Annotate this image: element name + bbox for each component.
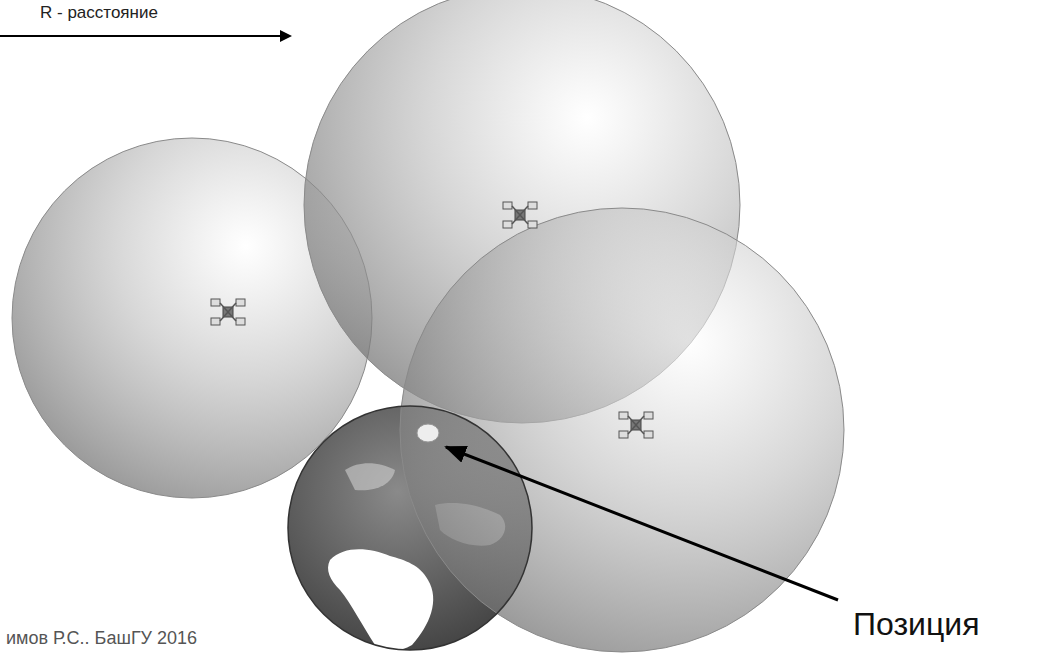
distance-label: R - расстояние bbox=[40, 3, 158, 23]
author-watermark: имов Р.С.. БашГУ 2016 bbox=[6, 628, 197, 649]
position-label: Позиция bbox=[853, 606, 980, 643]
